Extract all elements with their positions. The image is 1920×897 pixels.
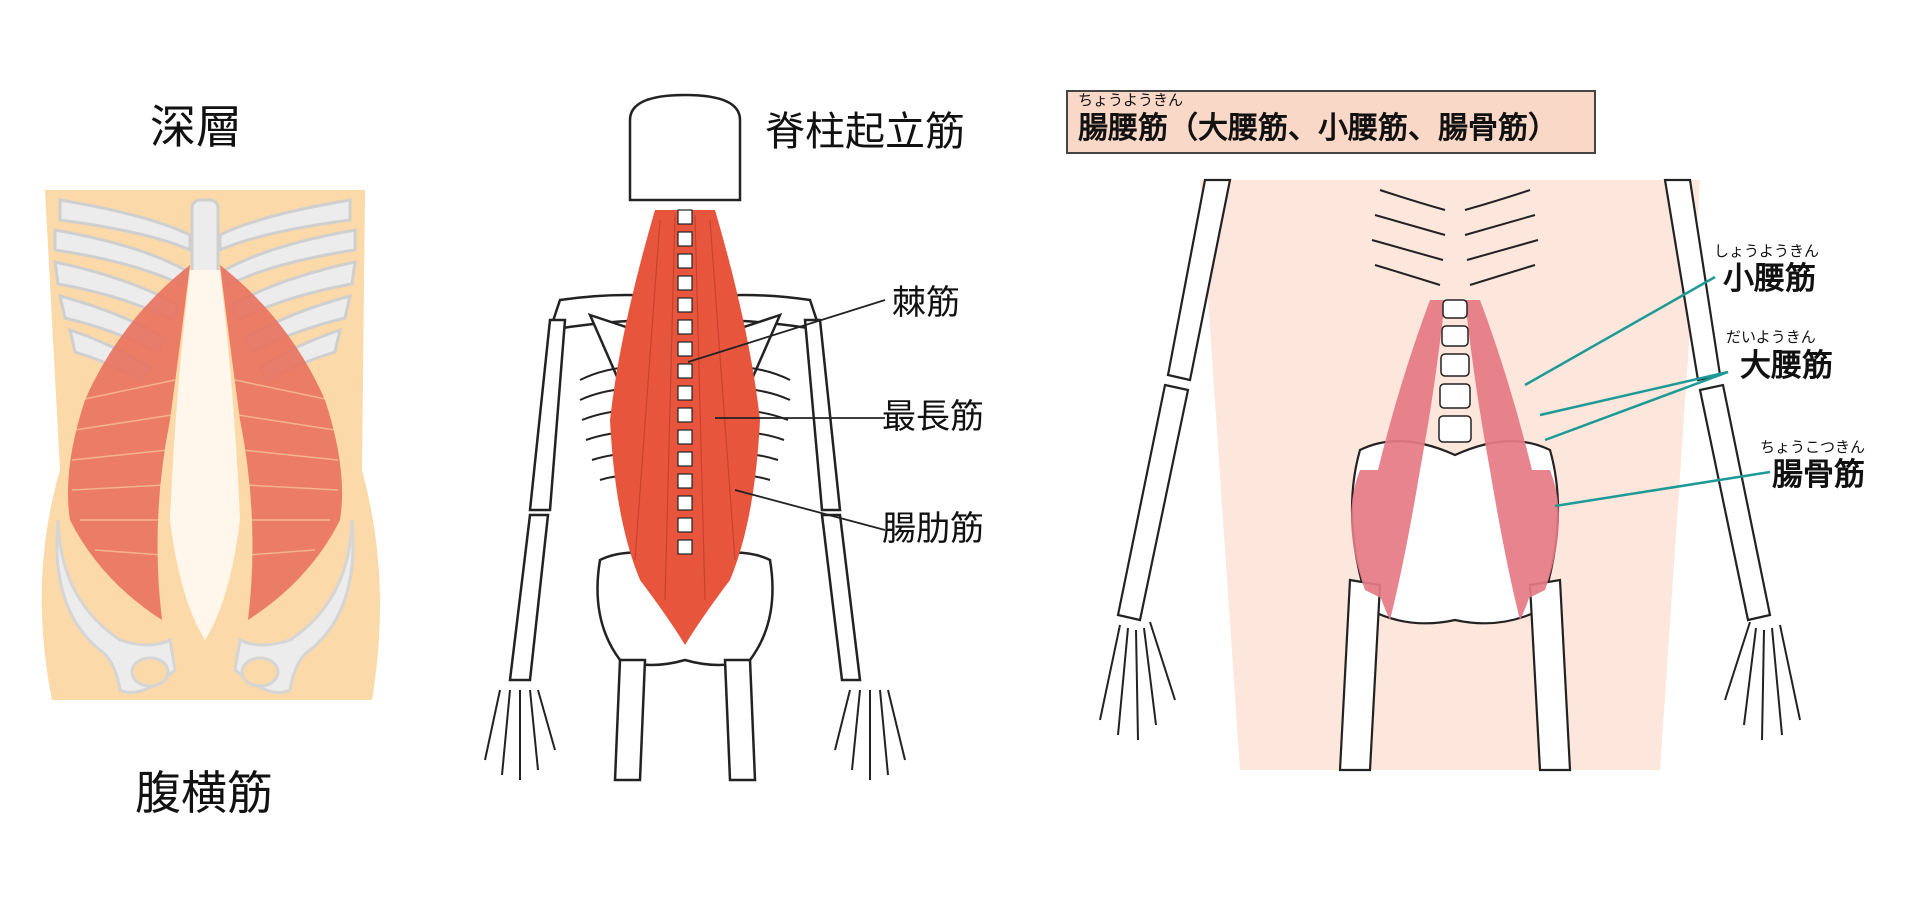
label-iliocostalis: 腸肋筋 [882,509,984,549]
ruby-psoas-minor: しょうようきん [1714,242,1820,260]
abdomen-illustration [41,190,380,700]
panel-transversus: 深層 [0,0,410,897]
title-ruby: ちょうようきん [1078,91,1184,109]
pointer-psoas-major-a [1539,370,1729,417]
forearm-left [508,513,550,682]
forearm-right [820,513,862,682]
label-psoas-minor: 小腰筋 [1723,261,1816,297]
label-iliacus: 腸骨筋 [1772,457,1865,493]
pelvis-bone [55,519,355,694]
psoas-left [1371,300,1445,620]
back-skeleton-illustration [484,93,906,782]
iliopsoas-muscles [1351,300,1559,620]
erector-spinae-title: 脊柱起立筋 [765,109,965,155]
pointer-iliacus [1554,470,1771,508]
front-skeleton-illustration [1099,178,1801,772]
psoas-right [1465,300,1539,620]
erector-spinae-muscle [610,210,760,645]
lumbar-spine [1438,299,1472,443]
forearm-right-front [1698,383,1772,622]
iliopsoas-title: 腸腰筋（大腰筋、小腰筋、腸骨筋） [1078,111,1558,146]
leader-spinalis [687,299,886,363]
label-transversus-abdominis: 腹横筋 [135,766,273,820]
label-spinalis: 棘筋 [892,283,960,323]
pointer-psoas-minor [1524,275,1716,387]
transversus-muscle-left [67,265,190,620]
label-longissimus: 最長筋 [882,397,984,437]
iliacus-right [1525,470,1559,600]
leader-iliocostalis [734,489,886,531]
skull [628,93,742,202]
hands-front [1099,621,1801,741]
humerus-right [803,318,842,512]
pointer-psoas-major-b [1544,370,1729,442]
linea-alba-area [170,270,240,640]
label-psoas-major: 大腰筋 [1740,348,1833,384]
ruby-iliacus: ちょうこつきん [1760,438,1866,456]
spine [677,209,693,555]
iliopsoas-title-box [1066,90,1596,154]
rib-cage-front [1371,189,1539,286]
panel-iliopsoas: ちょうようきん 腸腰筋（大腰筋、小腰筋、腸骨筋） しょうようきん 小腰筋 だいよ… [1060,0,1920,897]
hands [484,689,906,780]
iliacus-left [1351,470,1385,600]
forearm-left-front [1116,383,1190,622]
pointer-lines [1524,275,1771,508]
transversus-muscle-right [220,265,343,620]
panel-erector-spinae: 脊柱起立筋 棘筋 最長筋 腸肋筋 [430,0,1030,897]
upper-arm-left [1166,178,1232,382]
leader-lines [687,299,886,531]
ruby-psoas-major: だいようきん [1726,328,1816,346]
humerus-left [528,318,567,512]
label-deep-layer: 深層 [150,100,242,154]
